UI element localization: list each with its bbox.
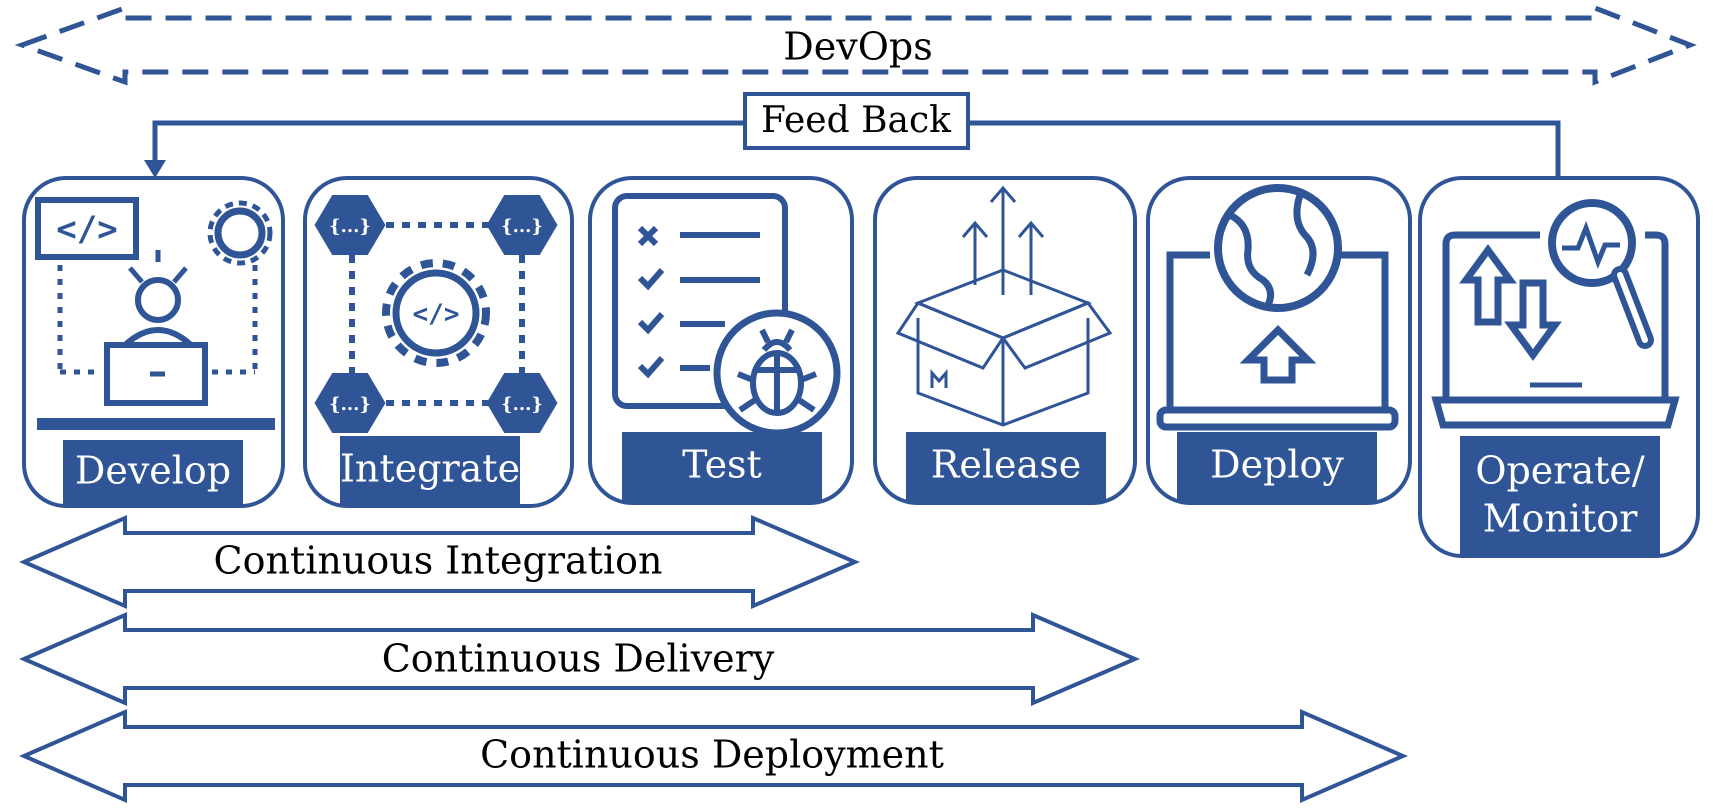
stage-operate-monitor: Operate/ Monitor [1418, 176, 1700, 558]
stage-label-line2: Monitor [1483, 497, 1639, 541]
stage-label-box [1460, 436, 1660, 556]
stage-label-box [906, 432, 1106, 503]
feedback-arrowhead [144, 160, 166, 178]
stage-label-box [1177, 432, 1377, 503]
span-continuous-delivery: Continuous Delivery [18, 611, 1141, 707]
svg-text:{...}: {...} [501, 394, 543, 415]
stage-label: Deploy [1210, 443, 1344, 487]
feedback-box [743, 92, 970, 150]
developer-at-laptop-icon: </> [35, 197, 275, 430]
stage-label: Develop [75, 449, 231, 493]
stage-test: Test [588, 176, 854, 505]
svg-text:{...}: {...} [329, 394, 371, 415]
devops-label: DevOps [783, 25, 932, 69]
span-continuous-integration: Continuous Integration [18, 514, 861, 610]
stage-label: Release [931, 443, 1081, 487]
stage-label-line1: Operate/ [1475, 449, 1645, 493]
span-label: Continuous Deployment [480, 733, 944, 777]
code-gear-integration-icon: {...} {...} {...} {...} </> [314, 195, 558, 433]
globe-laptop-upload-icon [1156, 184, 1399, 431]
span-label: Continuous Integration [214, 539, 663, 583]
span-arrow [18, 514, 861, 610]
laptop-monitor-magnifier-icon [1431, 199, 1680, 429]
checklist-bug-icon [612, 193, 841, 437]
feedback-label: Feed Back [761, 100, 952, 141]
feedback-loop: Feed Back [144, 92, 1561, 178]
span-label: Continuous Delivery [382, 637, 775, 681]
stage-label-box [340, 436, 520, 506]
span-continuous-deployment: Continuous Deployment [18, 708, 1409, 804]
span-arrow [18, 708, 1409, 804]
svg-text:</>: </> [413, 300, 460, 330]
devops-arrow: DevOps [14, 4, 1697, 86]
stage-develop: </> Develop [22, 176, 285, 508]
open-box-release-icon [895, 185, 1113, 427]
stage-label-box [63, 440, 243, 506]
svg-text:{...}: {...} [329, 216, 371, 237]
stage-label: Integrate [340, 447, 520, 491]
svg-text:{...}: {...} [501, 216, 543, 237]
svg-text:</>: </> [56, 210, 117, 250]
stage-integrate: {...} {...} {...} {...} </> Integrate [303, 176, 574, 508]
stage-deploy: Deploy [1146, 176, 1412, 505]
stage-release: Release [873, 176, 1137, 505]
span-arrow [18, 611, 1141, 707]
stage-label: Test [682, 443, 762, 487]
stage-label-box [622, 432, 822, 503]
